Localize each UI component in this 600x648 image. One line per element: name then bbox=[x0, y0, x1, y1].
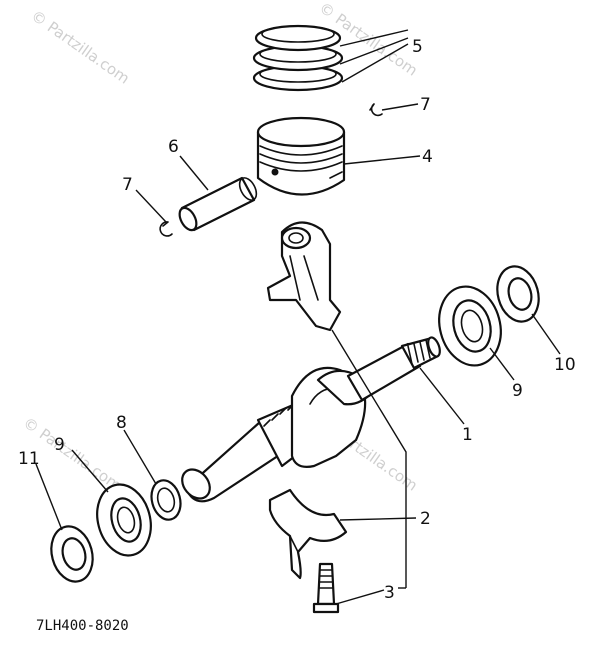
bearing-part-9-right bbox=[438, 285, 502, 367]
connecting-rod-cap-part-2 bbox=[268, 488, 348, 580]
callout-8: 8 bbox=[116, 413, 127, 433]
watermark-top-left: © Partzilla.com bbox=[28, 7, 133, 88]
callout-6: 6 bbox=[168, 137, 179, 157]
oil-seal-part-10 bbox=[496, 265, 540, 323]
washer-part-8 bbox=[150, 479, 182, 521]
piston-pin-clip-part-7-top bbox=[369, 103, 383, 117]
callout-10: 10 bbox=[554, 355, 576, 375]
oil-seal-part-11 bbox=[50, 525, 94, 583]
callout-9-right: 9 bbox=[512, 381, 523, 401]
callout-labels: 5 7 4 6 7 1 2 3 9 10 8 9 11 bbox=[18, 37, 576, 603]
piston-rings-part-5 bbox=[252, 24, 344, 92]
cap-bolt-part-3 bbox=[312, 562, 340, 614]
callout-2: 2 bbox=[420, 509, 431, 529]
callout-4: 4 bbox=[422, 147, 433, 167]
bearing-part-9-left bbox=[96, 483, 152, 557]
callout-9-left: 9 bbox=[54, 435, 65, 455]
callout-3: 3 bbox=[384, 583, 395, 603]
callout-7-top: 7 bbox=[420, 95, 431, 115]
diagram-code: 7LH400-8020 bbox=[36, 618, 129, 634]
connecting-rod bbox=[266, 221, 342, 332]
callout-1: 1 bbox=[462, 425, 473, 445]
leader-lines bbox=[35, 29, 561, 605]
piston-pin-clip-part-7-left bbox=[159, 221, 173, 237]
callout-7-left: 7 bbox=[122, 175, 133, 195]
callout-11: 11 bbox=[18, 449, 40, 469]
callout-5: 5 bbox=[412, 37, 423, 57]
piston-part-4 bbox=[256, 116, 346, 196]
piston-pin-part-6 bbox=[178, 176, 258, 232]
